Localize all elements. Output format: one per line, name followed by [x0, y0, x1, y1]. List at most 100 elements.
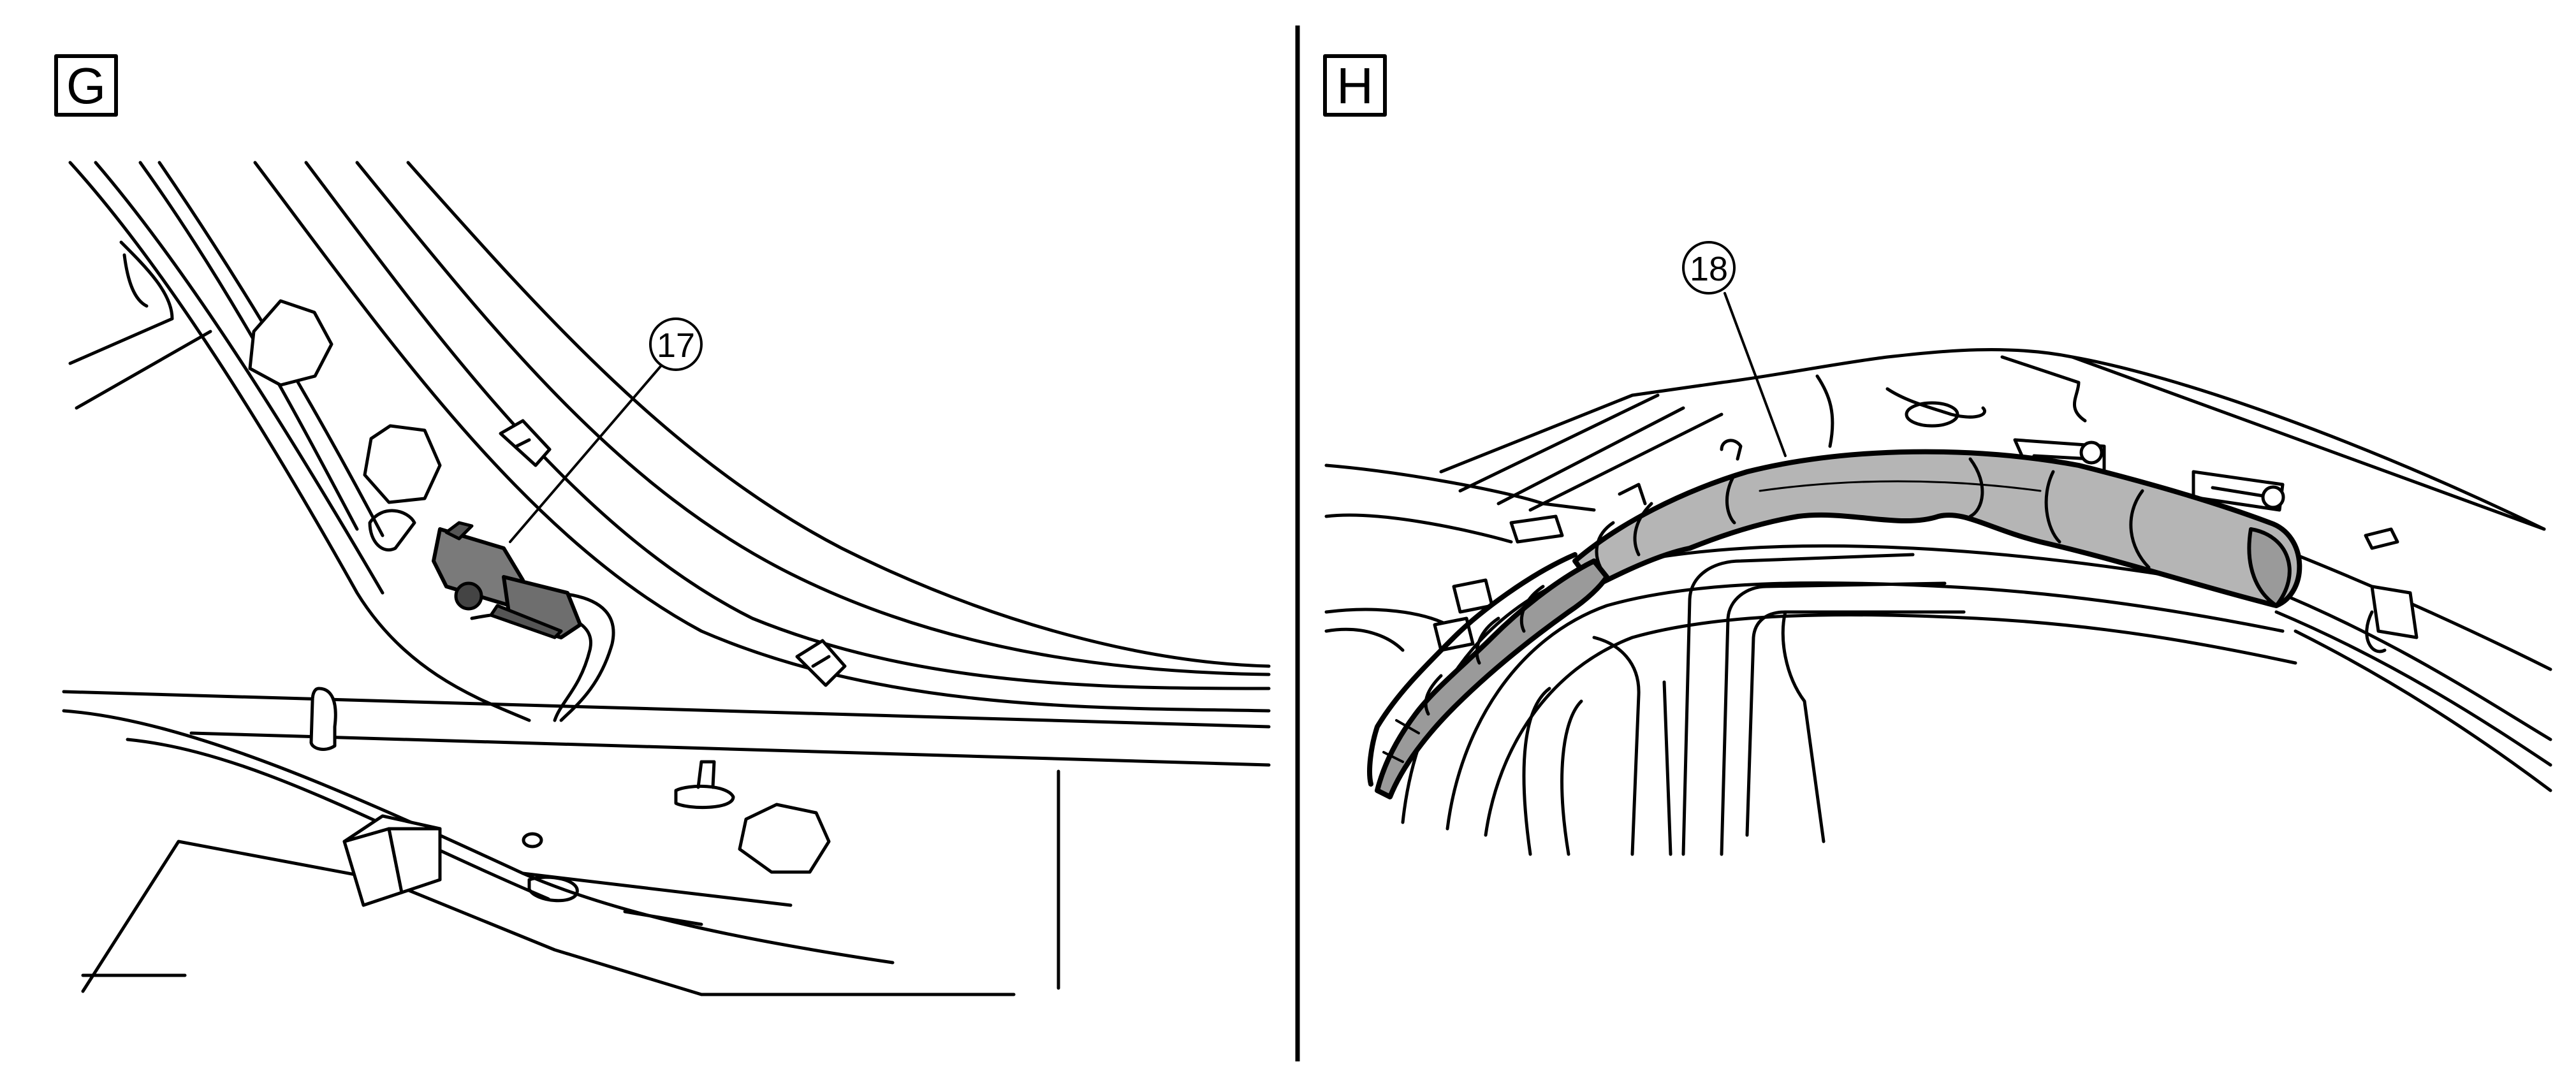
door-frame-left-2 [1662, 680, 1672, 856]
panel-g-label-box [54, 54, 118, 117]
curtain-airbag-18 [1367, 449, 2302, 799]
roof-line-f [1885, 387, 1986, 419]
panel-h-label-box [1323, 54, 1387, 117]
body-line-right-2 [2262, 585, 2552, 741]
roof-line-h [1815, 374, 1834, 448]
roof-clip-1-bolt [2079, 441, 2104, 465]
airbag-seam-5 [1633, 502, 1653, 557]
airbag-wrap-2 [1395, 719, 1420, 734]
grommet-stem [696, 760, 716, 789]
door-frame-inner-2 [1745, 610, 1966, 837]
roof-rail-1 [253, 161, 1271, 713]
rail-clip-1-tab [515, 438, 531, 448]
trim-line-5 [521, 871, 793, 907]
door-frame-left-4 [1560, 699, 1583, 856]
airbag-seam-2 [1968, 457, 1984, 518]
sill-line-2 [1324, 513, 1513, 544]
roof-line-d [1528, 412, 1723, 512]
panel-g-label: G [66, 57, 106, 114]
lower-panel-edge-2 [623, 910, 703, 926]
door-opening-inner-1 [1445, 581, 2285, 831]
pillar-panel-edge [68, 240, 174, 365]
roof-line-c [1497, 406, 1685, 506]
sill-line-4 [1324, 627, 1405, 652]
door-frame-left-3 [1522, 687, 1551, 856]
hex-bolt-3 [738, 803, 831, 874]
oval-clip [527, 875, 579, 903]
grommet [674, 785, 735, 809]
callout-18-circle [1682, 241, 1736, 295]
callout-18-number: 18 [1690, 250, 1728, 288]
door-frame-outer [1681, 553, 1915, 856]
trim-line-3 [62, 709, 895, 965]
panel-h-label: H [1336, 57, 1373, 114]
roof-line-e [2000, 355, 2087, 423]
roof-clip-2-bolt [2261, 485, 2285, 509]
small-clip-left [1720, 439, 1743, 461]
airbag-seam-8 [1475, 616, 1500, 665]
door-frame-left-5 [1781, 610, 1826, 843]
body-line-right-4 [2294, 629, 2552, 792]
trim-line-1 [62, 690, 1271, 729]
small-hole [522, 832, 543, 848]
callout-17-number: 17 [657, 326, 695, 365]
airbag-tube [1375, 558, 1609, 799]
door-frame-inner [1720, 581, 1947, 856]
body-line-right-3 [2274, 610, 2552, 767]
airbag-seam-1 [1725, 473, 1736, 525]
airbag-seam-6 [1595, 521, 1615, 569]
airbag-wrap-1 [1382, 751, 1404, 763]
roof-hole [1905, 401, 1959, 428]
trim-line-4 [126, 738, 550, 901]
airbag-seam-3 [2044, 470, 2061, 544]
block-clip [342, 814, 442, 907]
trim-line-2 [189, 731, 1271, 767]
rail-clip-2-tab [811, 655, 831, 668]
pillar-inner-line-1 [94, 161, 384, 595]
block-clip-side [387, 827, 442, 894]
roof-rail-2 [304, 161, 1271, 690]
pillar-panel-edge-2 [75, 330, 212, 410]
airbag-tube-outer [1367, 552, 1577, 787]
leader-line-18 [1723, 292, 1787, 457]
connector-screw [454, 581, 483, 611]
pillar-panel-edge-3 [122, 253, 149, 308]
connector-17 [432, 521, 582, 639]
panel-g: G [54, 54, 1271, 996]
door-opening-inner-2 [1484, 613, 2297, 837]
airbag-seam-7 [1519, 585, 1545, 633]
pillar-outer-line [68, 161, 531, 722]
roof-line-b [1458, 393, 1660, 493]
diamond-mark [2364, 527, 2399, 550]
body-line-right-1 [2294, 553, 2552, 671]
leader-line-17 [509, 362, 664, 543]
sill-line-3 [1324, 608, 1449, 627]
panel-h: H [1323, 54, 2552, 856]
roof-clip-2-slot [2211, 486, 2265, 498]
lower-panel-outline [81, 840, 1016, 996]
harness-loop [368, 509, 416, 551]
roof-line-a [1439, 347, 2546, 531]
sill-line-1 [1324, 463, 1596, 512]
hex-bolt-1 [248, 299, 333, 387]
roof-rail-4 [406, 161, 1271, 668]
door-frame-left [1592, 636, 1641, 856]
small-clip-mid [1618, 483, 1647, 506]
rear-clip-loop [2365, 610, 2387, 653]
hex-bolt-2 [363, 424, 442, 504]
rear-clip [2370, 585, 2419, 639]
cable-tie [309, 687, 337, 751]
callout-17-circle [649, 317, 703, 371]
airbag-end-cap [2247, 527, 2292, 608]
lower-clip-3 [1509, 514, 1564, 544]
roof-line-g [2070, 355, 2546, 531]
connector-tab [444, 521, 474, 541]
connector-body-c [489, 604, 563, 639]
airbag-main-body [1572, 449, 2302, 608]
airbag-seam-9 [1424, 674, 1443, 716]
door-opening-outer [1401, 544, 2272, 824]
roof-rail-3 [355, 161, 1271, 676]
airbag-center-line [1759, 480, 2042, 492]
airbag-seam-4 [2129, 489, 2151, 569]
